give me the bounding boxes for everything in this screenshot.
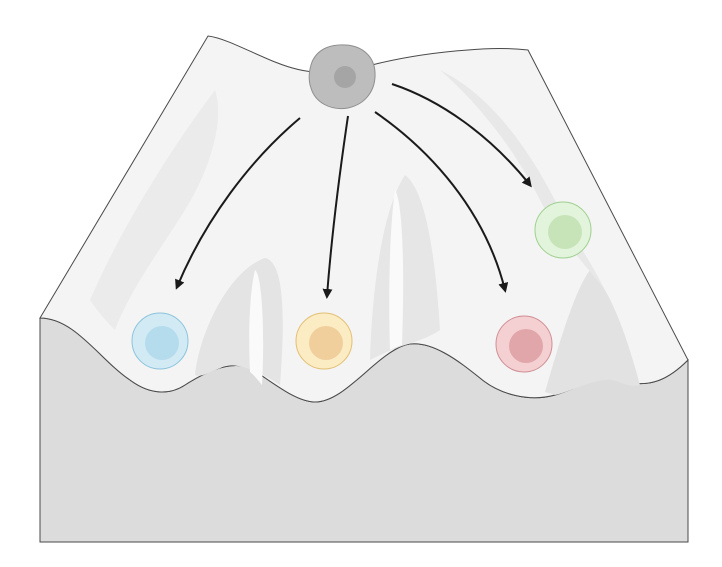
green-cell-nucleus xyxy=(548,215,582,249)
blue-cell-nucleus xyxy=(145,326,179,360)
green-cell xyxy=(535,202,591,258)
red-cell-nucleus xyxy=(509,329,543,363)
stem-cell-nucleus xyxy=(334,66,356,88)
yellow-cell-nucleus xyxy=(309,326,343,360)
red-cell xyxy=(496,316,552,372)
stem-cell xyxy=(309,45,375,109)
blue-cell xyxy=(132,313,188,369)
yellow-cell xyxy=(296,313,352,369)
